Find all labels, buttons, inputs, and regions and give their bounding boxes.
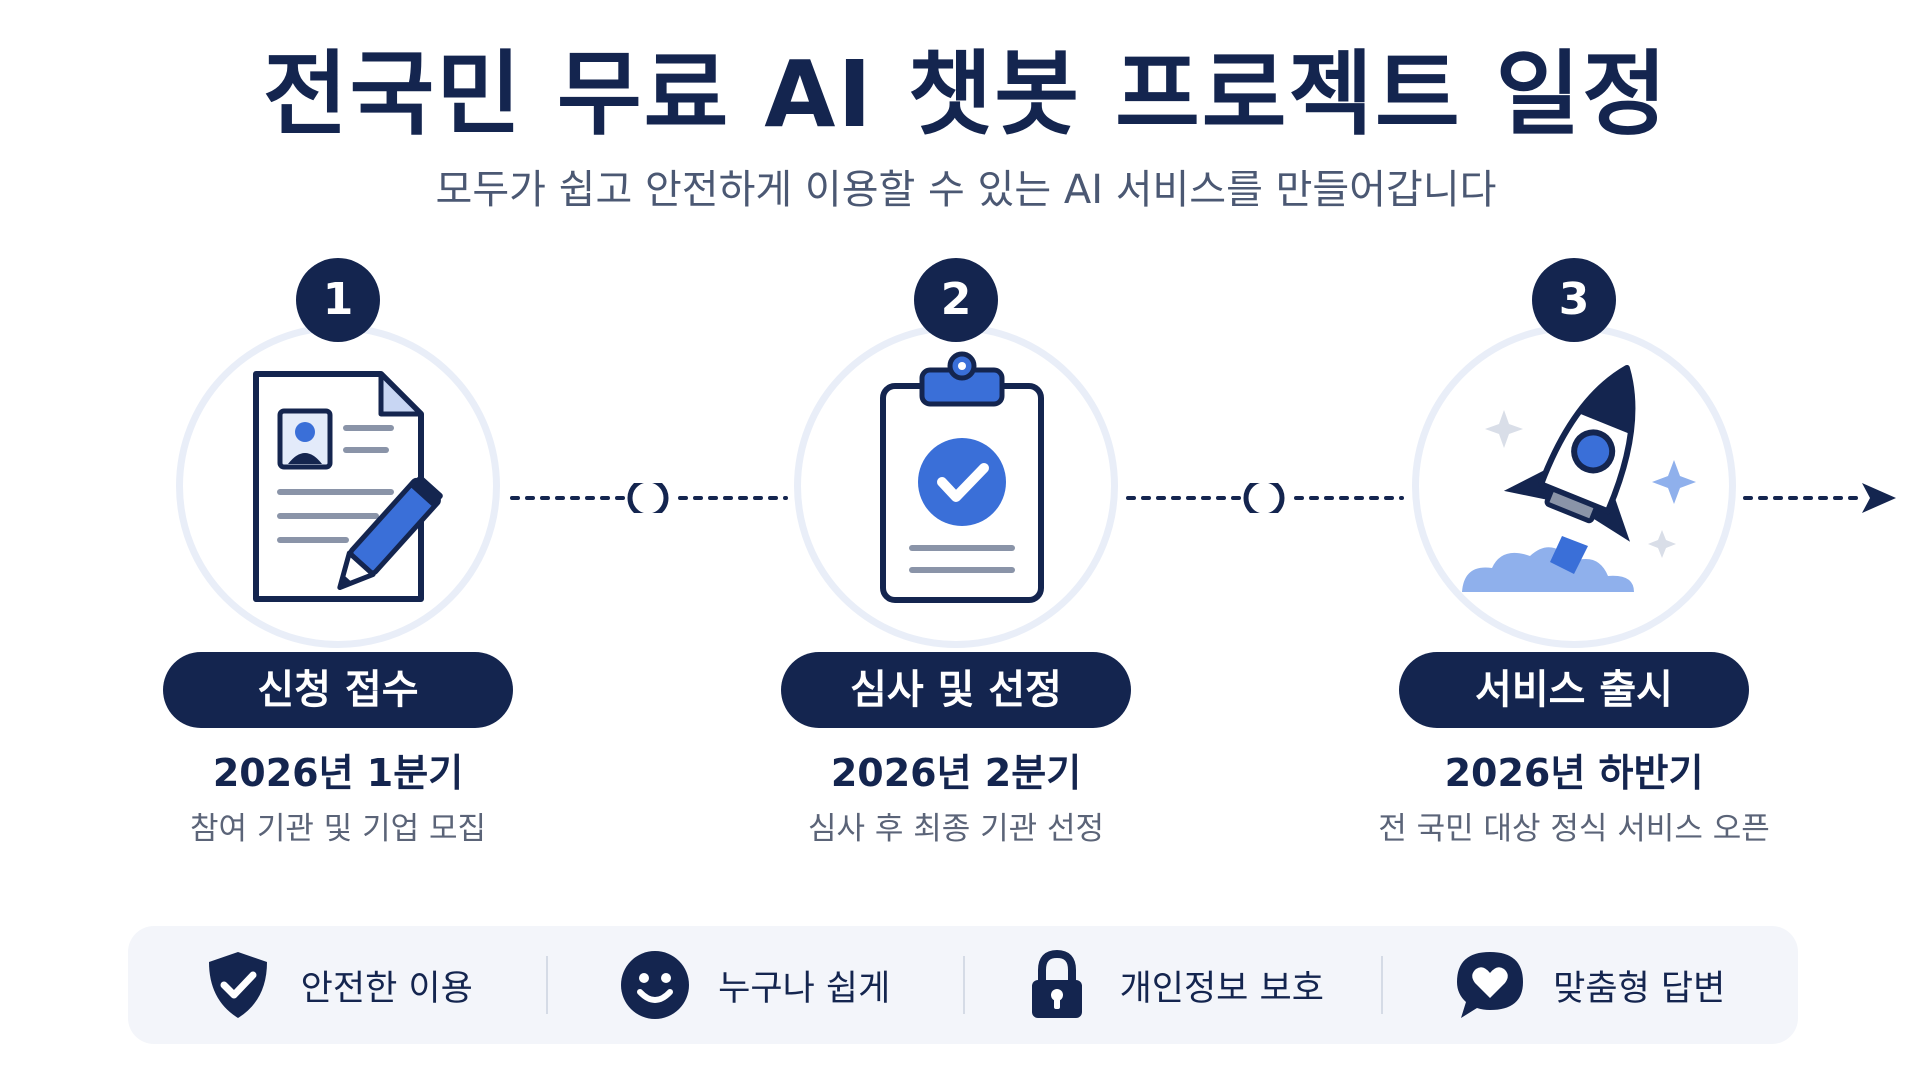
step-number-badge: 1 <box>296 258 380 342</box>
step-number-badge: 3 <box>1532 258 1616 342</box>
application-form-pencil-icon <box>253 371 443 602</box>
heart-chat-bubble-icon <box>1457 952 1524 1018</box>
feature-easy-access: 누구나 쉽게 <box>545 926 964 1044</box>
step-number-badge: 2 <box>914 258 998 342</box>
step-description: 심사 후 최종 기관 선정 <box>807 811 1105 847</box>
milestone-dot <box>1243 483 1285 513</box>
feature-custom-answer: 맞춤형 답변 <box>1380 926 1799 1044</box>
timeline-connector <box>510 483 1896 513</box>
feature-label: 맞춤형 답변 <box>1553 968 1726 1009</box>
step-description: 전 국민 대상 정식 서비스 오픈 <box>1378 811 1770 847</box>
page-title: 전국민 무료 AI 챗봇 프로젝트 일정 <box>263 41 1669 148</box>
clipboard-check-icon <box>880 351 1044 603</box>
step-description: 참여 기관 및 기업 모집 <box>189 811 487 847</box>
step-date: 2026년 2분기 <box>830 751 1082 795</box>
page-subtitle: 모두가 쉽고 안전하게 이용할 수 있는 AI 서비스를 만들어갑니다 <box>435 167 1497 213</box>
feature-safe-use: 안전한 이용 <box>128 926 546 1044</box>
step-label-pill: 서비스 출시 <box>1399 652 1749 728</box>
step-date: 2026년 1분기 <box>212 751 464 795</box>
shield-check-icon <box>208 952 267 1018</box>
feature-label: 누구나 쉽게 <box>718 968 891 1009</box>
milestone-dot <box>627 483 669 513</box>
feature-label: 개인정보 보호 <box>1119 968 1324 1009</box>
step-date: 2026년 하반기 <box>1444 751 1704 795</box>
arrow-head-icon <box>1862 483 1896 513</box>
step-label-pill: 심사 및 선정 <box>781 652 1131 728</box>
feature-label: 안전한 이용 <box>300 968 473 1009</box>
step-label-pill: 신청 접수 <box>163 652 513 728</box>
padlock-icon <box>1031 949 1082 1018</box>
rocket-launch-icon <box>1462 364 1696 592</box>
feature-privacy: 개인정보 보호 <box>963 926 1381 1044</box>
smiley-face-icon <box>621 951 690 1019</box>
feature-bar: 안전한 이용 누구나 쉽게 개인정보 보호 <box>128 926 1798 1044</box>
